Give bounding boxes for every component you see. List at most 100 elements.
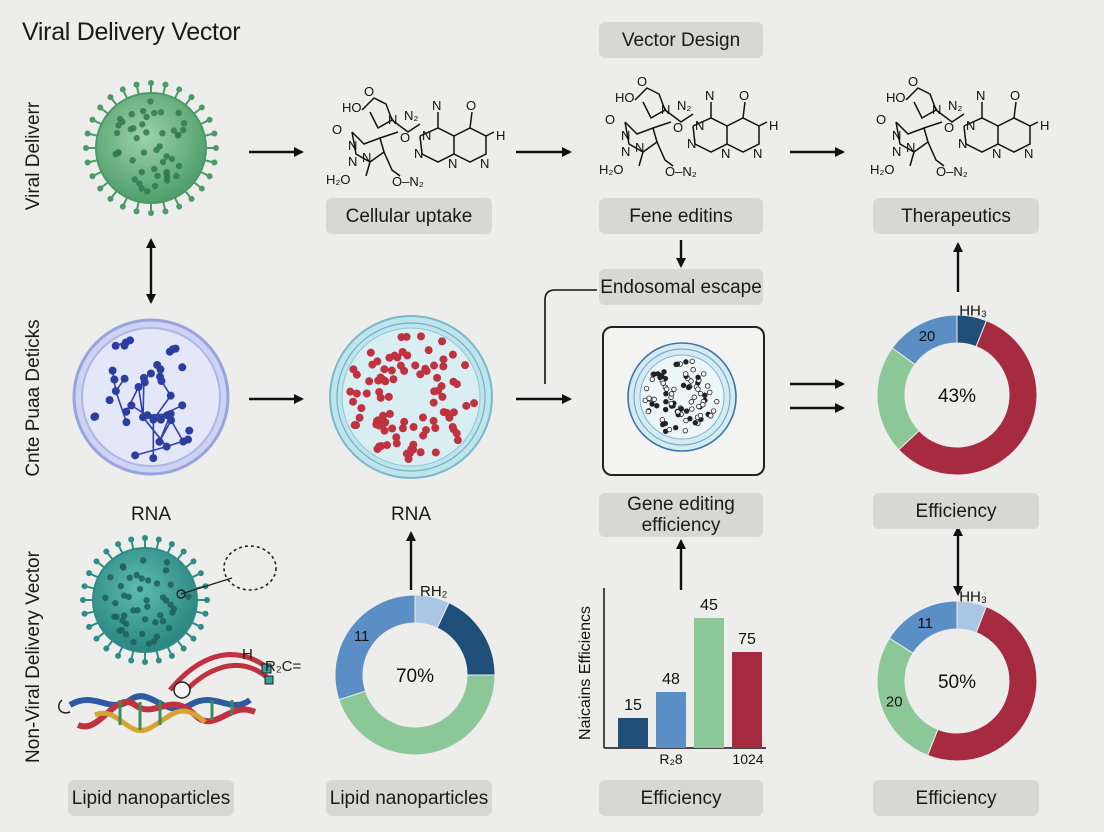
bar-tick-label: R₂8 — [659, 751, 683, 767]
donut-slice — [334, 594, 416, 701]
bar-value-label: 48 — [662, 671, 680, 688]
svg-text:O: O — [876, 112, 886, 127]
donut-slice — [888, 600, 958, 654]
donut-slice — [436, 601, 496, 676]
svg-text:N: N — [958, 136, 967, 151]
svg-text:N: N — [661, 102, 670, 117]
donut-slice-label: 20 — [886, 693, 903, 710]
bar-ylabel: Naicains Efficiencs — [577, 606, 594, 740]
svg-text:N: N — [892, 144, 901, 159]
dna-helix-icon — [58, 652, 274, 733]
donut-chart-70: RH₂ 11 70% — [334, 583, 496, 756]
dna-h-label: H — [242, 646, 253, 663]
efficiency-box-bottom-1: Efficiency — [599, 780, 763, 816]
lipid-nanoparticles-box-1: Lipid nanoparticles — [68, 780, 234, 816]
efficiency-box-bottom-2: Efficiency — [873, 780, 1039, 816]
donut-slice-label: 11 — [354, 628, 370, 645]
gene-editing-efficiency-box: Gene editing efficiency — [599, 493, 763, 537]
svg-text:O: O — [739, 88, 749, 103]
donut-slice — [926, 605, 1038, 762]
rna-label-2: RNA — [390, 504, 432, 525]
donut-slice-label: 11 — [917, 615, 933, 632]
bar-tick-label: 1024 — [732, 751, 763, 767]
dotted-bubble — [223, 545, 277, 591]
svg-text:H: H — [1040, 118, 1049, 133]
svg-text:O: O — [673, 120, 683, 135]
svg-text:N₂: N₂ — [677, 98, 691, 113]
bar — [656, 692, 686, 748]
therapeutics-box: Therapeutics — [873, 198, 1039, 234]
svg-text:H₂O: H₂O — [870, 162, 895, 177]
bar-value-label: 15 — [624, 697, 642, 714]
svg-text:N: N — [621, 144, 630, 159]
gene-editing-box: Fene editins — [599, 198, 763, 234]
svg-text:HO: HO — [615, 90, 635, 105]
bar — [732, 652, 762, 748]
svg-text:O: O — [466, 98, 476, 113]
bar — [618, 718, 648, 748]
donut-slice-label: HH₃ — [959, 303, 987, 320]
donut-slice — [897, 319, 1038, 476]
donut-slice-label: 20 — [919, 328, 936, 345]
cellular-uptake-box: Cellular uptake — [326, 198, 492, 234]
svg-text:O: O — [332, 122, 342, 137]
virus-green-icon — [83, 80, 219, 216]
lipid-cell-red-icon — [329, 315, 493, 479]
endosome-cell-icon — [627, 342, 737, 452]
donut-chart-43: HH₃ 20 43% — [876, 303, 1038, 476]
svg-text:N: N — [621, 128, 630, 143]
bar-value-label: 75 — [738, 631, 756, 648]
donut-center-label: 43% — [938, 386, 976, 407]
dna-r2c-label: R₂C= — [265, 658, 302, 675]
svg-text:N: N — [992, 146, 1001, 161]
svg-text:N: N — [1024, 146, 1033, 161]
lipid-nanoparticles-box-2: Lipid nanoparticles — [326, 780, 492, 816]
svg-text:HO: HO — [342, 100, 362, 115]
vector-design-box: Vector Design — [599, 22, 763, 58]
svg-text:O–N₂: O–N₂ — [665, 164, 697, 179]
svg-text:H₂O: H₂O — [599, 162, 624, 177]
svg-text:N: N — [976, 88, 985, 103]
svg-text:N: N — [753, 146, 762, 161]
svg-text:N: N — [906, 140, 915, 155]
bar-value-label: 45 — [700, 597, 718, 614]
svg-text:N: N — [892, 128, 901, 143]
bar — [694, 618, 724, 748]
svg-text:O: O — [908, 74, 918, 89]
svg-text:O: O — [1010, 88, 1020, 103]
svg-text:HO: HO — [886, 90, 906, 105]
donut-slice-label: RH₂ — [420, 583, 448, 600]
svg-text:N: N — [966, 118, 975, 133]
donut-slice-label: HH₃ — [959, 589, 987, 606]
svg-text:N: N — [388, 112, 397, 127]
donut-slice — [891, 314, 958, 366]
gene-editing-line2: efficiency — [641, 515, 721, 536]
svg-text:O: O — [364, 84, 374, 99]
donut-slice — [338, 674, 496, 756]
svg-text:O: O — [944, 120, 954, 135]
svg-text:N: N — [705, 88, 714, 103]
svg-text:N: N — [348, 154, 357, 169]
flow-arrows — [146, 147, 963, 596]
svg-text:O: O — [605, 112, 615, 127]
svg-text:N₂: N₂ — [948, 98, 962, 113]
svg-text:N: N — [348, 138, 357, 153]
svg-text:N: N — [695, 118, 704, 133]
svg-text:O: O — [637, 74, 647, 89]
svg-text:N: N — [414, 146, 423, 161]
endosomal-escape-box: Endosomal escape — [599, 269, 763, 305]
svg-text:N: N — [362, 150, 371, 165]
svg-text:N: N — [432, 98, 441, 113]
svg-text:N₂: N₂ — [404, 108, 418, 123]
donut-center-label: 70% — [396, 666, 434, 687]
svg-text:N: N — [635, 140, 644, 155]
svg-text:O: O — [400, 130, 410, 145]
svg-text:N: N — [932, 102, 941, 117]
svg-text:H: H — [769, 118, 778, 133]
